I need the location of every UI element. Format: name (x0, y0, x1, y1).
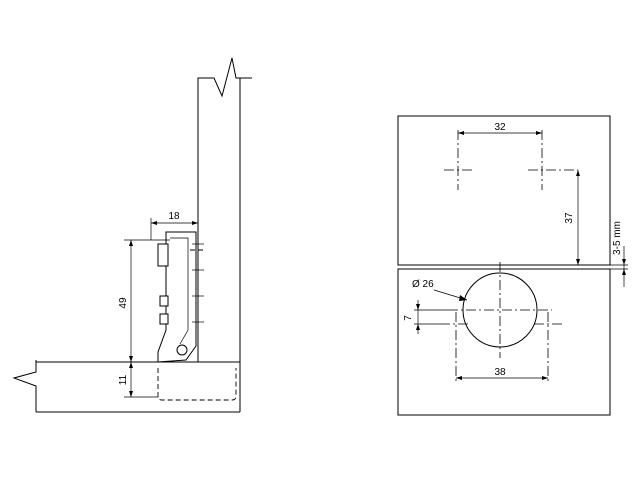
dim-label-49: 49 (118, 297, 129, 309)
dim-label-gap: 3-5 mm (612, 221, 623, 255)
cup-screw-hole-left (440, 312, 470, 382)
dim-label-37: 37 (564, 212, 575, 224)
dim-label-diameter: Ø 26 (412, 279, 434, 290)
dim-label-18: 18 (168, 211, 180, 222)
hinge-arm (157, 231, 206, 363)
plan-view: 32 37 3-5 mm (397, 115, 628, 416)
dim-label-7: 7 (403, 315, 414, 321)
dimension-diameter: Ø 26 (412, 279, 468, 301)
door-panel (197, 57, 252, 363)
dim-label-11: 11 (118, 374, 129, 385)
cup-screw-hole-right (534, 312, 564, 382)
dimension-11: 11 (118, 362, 158, 398)
dimension-38: 38 (456, 367, 548, 380)
dim-label-32: 32 (494, 122, 506, 133)
dimension-18: 18 (150, 211, 199, 240)
dim-label-38: 38 (494, 367, 506, 378)
side-view: 18 49 11 (12, 57, 252, 413)
cup-hole (448, 262, 552, 358)
lower-panel (397, 268, 611, 416)
mounting-hole-right (528, 130, 578, 190)
mounting-hole-left (444, 130, 472, 190)
dimension-7: 7 (403, 300, 448, 334)
dimension-gap: 3-5 mm (610, 221, 628, 287)
dimension-32: 32 (458, 122, 542, 135)
dimension-49: 49 (118, 239, 170, 363)
upper-panel (397, 115, 611, 266)
dimension-37: 37 (564, 170, 580, 265)
